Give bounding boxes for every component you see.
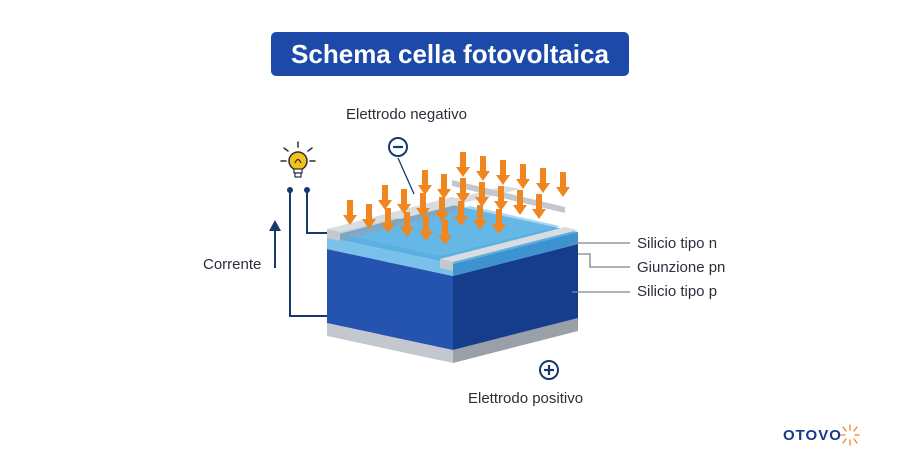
light-arrow [536,168,550,193]
light-arrow [513,190,527,215]
light-arrow [516,164,530,189]
negative-leader-line [397,157,415,195]
wire-inner [306,192,327,234]
leader-pn-junction [578,253,630,268]
light-arrow [473,205,487,230]
light-arrow [454,201,468,226]
light-arrow [456,152,470,177]
label-pn-junction: Giunzione pn [637,259,726,276]
label-p-type-silicon: Silicio tipo p [637,283,718,300]
light-arrow [418,170,432,195]
light-arrow [378,185,392,210]
n-layer-front [327,237,453,276]
positive-electrode-side [453,318,578,363]
plus-circle-icon [539,360,559,380]
otovo-logo: OTOVO [783,427,842,444]
light-arrow [532,194,546,219]
sunlight-arrows [343,152,570,245]
light-arrow [343,200,357,225]
light-arrow [437,174,451,199]
wire-terminal-left [287,187,293,193]
logo-text: OTOVO [783,427,842,444]
positive-electrode-plate [327,318,578,363]
page-title: Schema cella fotovoltaica [271,32,629,76]
light-arrow [400,212,414,237]
light-arrow [476,156,490,181]
light-arrow [416,193,430,218]
light-arrow [496,160,510,185]
wire-terminal-right [304,187,310,193]
p-type-layer [327,244,578,350]
light-arrow [475,182,489,207]
current-arrow [269,220,281,268]
n-type-layer [327,205,578,276]
light-arrow [456,178,470,203]
n-layer-side [453,232,578,276]
p-layer-side [453,244,578,350]
light-arrow [556,172,570,197]
light-arrow [362,204,376,229]
minus-circle-icon [388,137,408,157]
light-arrow [397,189,411,214]
wire-outer [289,192,327,317]
circuit-wires [289,192,327,317]
label-positive-electrode: Elettrodo positivo [468,390,584,407]
light-arrow [435,197,449,222]
label-n-type-silicon: Silicio tipo n [637,235,718,252]
p-layer-front [327,249,453,350]
light-arrow [381,208,395,233]
label-current: Corrente [203,256,262,273]
layer-leader-lines [572,242,630,293]
n-layer-top-shine [345,206,560,256]
positive-electrode-front [327,323,453,363]
light-arrow [492,209,506,234]
logo-spark-icon [840,424,860,446]
light-arrow [494,186,508,211]
light-bulb-icon [280,141,316,178]
label-negative-electrode: Elettrodo negativo [346,106,467,123]
light-arrow [419,216,433,241]
light-arrow [438,220,452,245]
